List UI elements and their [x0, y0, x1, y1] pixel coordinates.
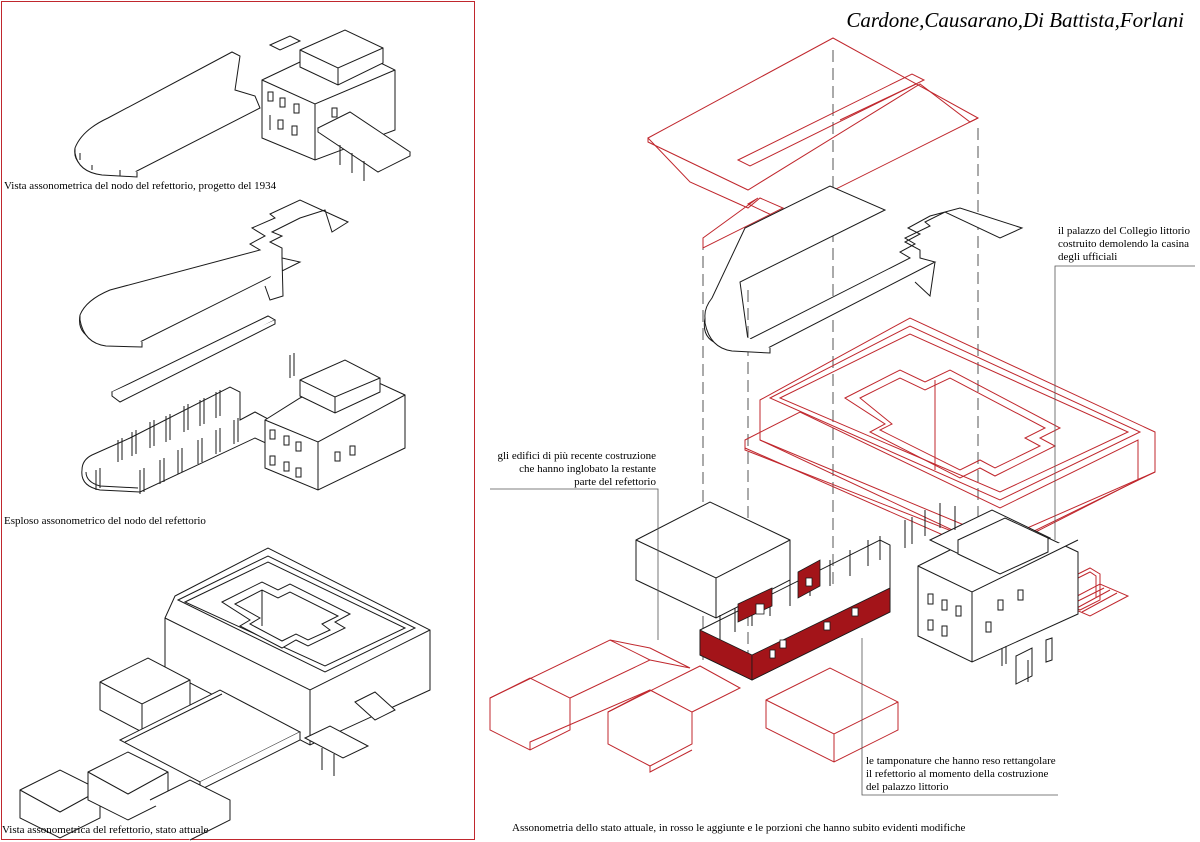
isometric-1934-drawing — [74, 29, 411, 181]
note-recent-line-1: gli edifici di più recente costruzione — [497, 450, 656, 462]
caption-exploded: Esploso assonometrico del nodo del refet… — [4, 515, 206, 527]
note-recent-buildings: gli edifici di più recente costruzione c… — [490, 450, 656, 489]
note-palazzo: il palazzo del Collegio littorio costrui… — [1058, 225, 1190, 264]
note-infill-walls: le tamponature che hanno reso rettangola… — [866, 755, 1056, 794]
note-recent-line-2: che hanno inglobato la restante — [519, 463, 656, 475]
note-palazzo-line-1: il palazzo del Collegio littorio — [1058, 225, 1190, 237]
note-palazzo-line-2: costruito demolendo la casina — [1058, 238, 1190, 250]
isometric-main-drawing — [489, 37, 1195, 796]
caption-main: Assonometria dello stato attuale, in ros… — [512, 822, 966, 834]
note-infill-line-2: il refettorio al momento della costruzio… — [866, 768, 1049, 780]
note-infill-line-1: le tamponature che hanno reso rettangola… — [866, 755, 1056, 767]
caption-current-state: Vista assonometrica del refettorio, stat… — [2, 824, 209, 836]
left-panel-frame — [1, 1, 475, 840]
note-infill-line-3: del palazzo littorio — [866, 781, 949, 793]
note-recent-line-3: parte del refettorio — [574, 476, 656, 488]
note-palazzo-line-3: degli ufficiali — [1058, 251, 1118, 263]
isometric-current-drawing — [19, 547, 431, 841]
infill-walls — [699, 559, 891, 681]
authors-title: Cardone,Causarano,Di Battista,Forlani — [846, 8, 1184, 32]
isometric-exploded-drawing — [79, 199, 406, 494]
caption-view-1934: Vista assonometrica del nodo del refetto… — [4, 180, 277, 192]
